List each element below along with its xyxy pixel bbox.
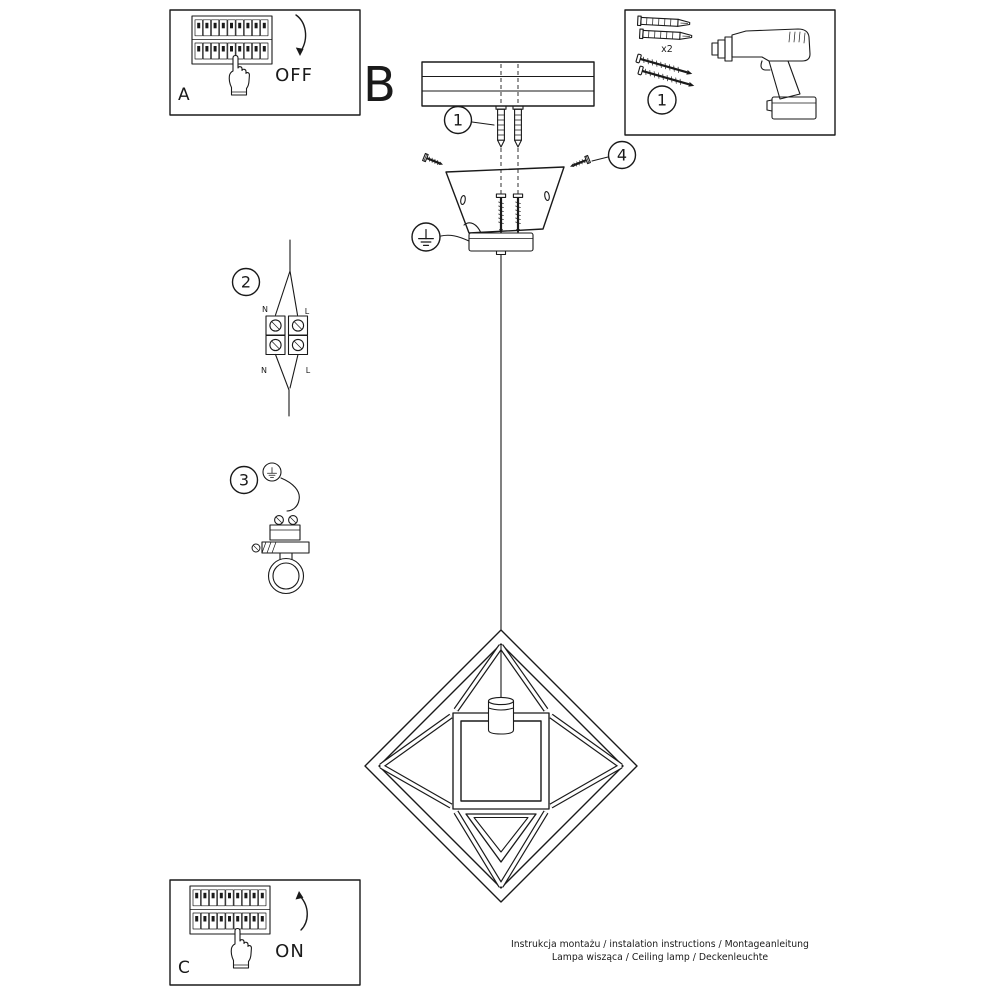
clamp-body [269,524,301,541]
panel-a-hand-icon [228,54,250,96]
supply-wire [463,222,482,234]
panel-c-arrow-up-icon [299,895,308,931]
terminal-cell-3 [287,315,309,336]
drill-icon [711,28,817,120]
terminal-cell-1 [265,315,286,336]
clamp-hatch-2 [266,541,272,554]
wall-anchor-right [512,105,524,148]
earth-icon [267,467,277,478]
panel-a-arrow-down-icon [295,14,307,52]
callout-2-label: 2 [241,273,251,292]
ground-wire [440,234,470,242]
kit-anchor-qty-label: x2 [661,44,673,55]
strain-relief-ring-inner [272,562,300,590]
mounting-bracket [445,166,565,234]
lamp-shade [364,629,638,903]
bracket-slot-left [460,195,466,205]
panel-c-breaker-panel [190,886,270,934]
clamp-side-screw [251,543,261,553]
footer-line-1: Instrukcja montażu / instalation instruc… [511,939,809,950]
mount-screw-right [512,192,524,236]
wiring-step: 2 N L N L [231,239,311,417]
mains-wire-top [274,239,299,316]
bracket-screw-right [567,154,592,172]
wall-anchor-left [495,105,507,148]
panel-a-box: OFF A [169,9,361,116]
terminal-cell-4 [287,334,309,356]
earth-lead-wire [280,477,300,512]
kit-callout-circle [647,85,677,115]
panel-c-letter: C [178,958,190,978]
panel-c-border [169,879,361,986]
label-live-top: L [305,307,310,316]
callout-4-label: 4 [617,146,627,165]
clamp-plate [261,541,310,554]
bulb-socket-collar [487,707,515,711]
callout-1-circle [443,105,473,135]
kit-screw-1 [634,52,695,79]
mount-screw-left [495,192,507,236]
ground-symbol-icon [418,229,434,246]
panel-c-state-label: ON [275,941,305,962]
lamp-outer-frame [364,629,638,903]
kit-box-border [624,9,836,136]
label-neutral-top: N [262,305,268,314]
clamp-screw-2 [288,515,298,525]
kit-callout-label: 1 [657,91,667,110]
callout-4-circle [607,140,637,170]
lamp-bottom-triangle-inner [473,816,529,853]
kit-wall-plug-1 [636,15,691,29]
kit-box: x2 1 [624,9,836,136]
label-neutral-bottom: N [261,366,267,375]
panel-a-arrowhead [295,47,304,56]
clamp-hatch-1 [261,541,267,554]
panel-c-arrowhead [295,891,304,900]
callout-4-leader [591,156,609,162]
bulb-socket-top [487,696,515,706]
kit-wall-plug-2 [638,28,693,42]
panel-a-border [169,9,361,116]
panel-a-letter: A [178,85,190,105]
bracket-screw-left [421,152,446,170]
lamp-bottom-triangle-outer [465,813,537,863]
clamp-hatch-3 [271,541,277,554]
callout-1-label: 1 [453,111,463,130]
terminal-cell-2 [265,334,286,356]
callout-3-circle [229,465,259,495]
callout-1-leader [471,121,495,126]
earth-circle [262,462,282,482]
mains-wire-bottom [274,353,299,417]
clamp-screw-1 [274,515,284,525]
panel-c-box: ON C [169,879,361,986]
lamp-inner-frame [378,643,624,889]
callout-2-circle [231,267,261,297]
ground-step: 3 [229,462,310,595]
label-live-bottom: L [306,366,311,375]
ceiling-board [421,61,595,107]
ground-symbol-circle [411,222,441,252]
bulb-socket-body [487,700,515,735]
callout-3-label: 3 [239,471,249,490]
panel-a-breaker-panel [192,16,272,64]
ceiling-assembly: 1 4 [411,61,637,631]
section-b-letter: B [363,57,396,113]
canopy [468,232,534,252]
strain-relief-ring-outer [267,557,305,595]
bracket-slot-right [544,191,550,201]
footer-line-2: Lampa wisząca / Ceiling lamp / Deckenleu… [552,952,768,963]
panel-a-state-label: OFF [275,65,313,86]
